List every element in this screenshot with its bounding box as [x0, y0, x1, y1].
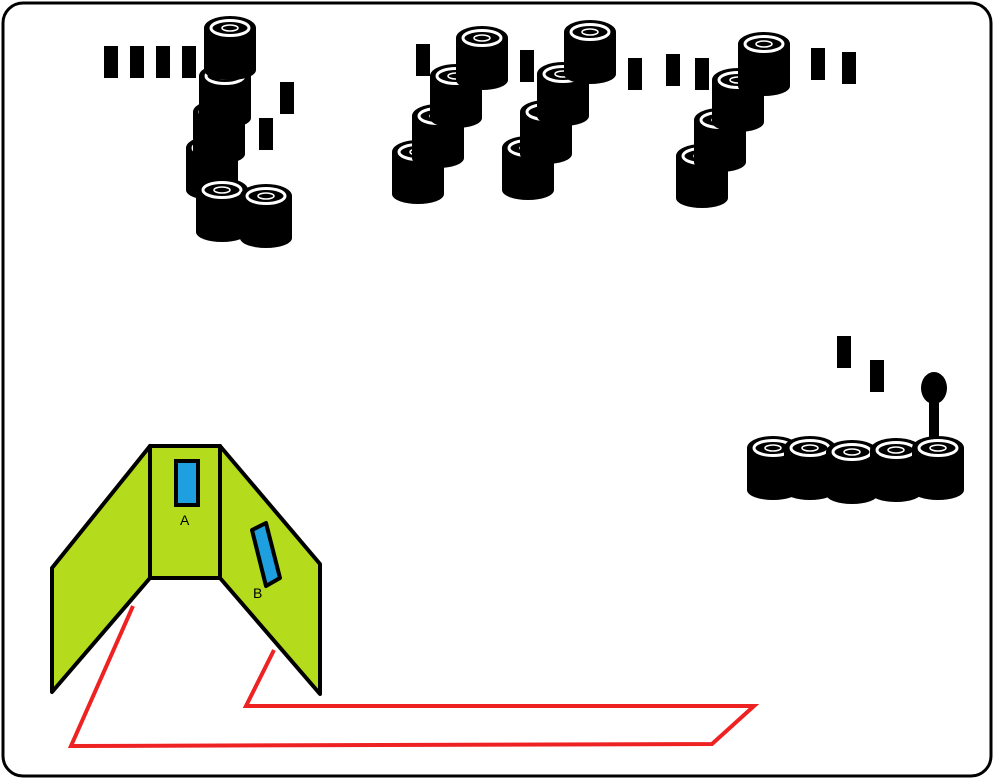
block-icon	[259, 118, 273, 150]
block-icon	[811, 48, 825, 80]
cylinder-icon	[456, 26, 508, 90]
block-icon	[695, 58, 709, 90]
cylinder-icon	[204, 16, 256, 80]
cylinder-icon	[738, 32, 790, 96]
block-icon	[520, 50, 534, 82]
window-a	[176, 461, 198, 505]
block-icon	[666, 54, 680, 86]
block-icon	[280, 82, 294, 114]
block-icon	[628, 58, 642, 90]
window-b-label: B	[253, 585, 262, 601]
block-icon	[870, 360, 884, 392]
cylinder-icon	[240, 184, 292, 248]
frame	[3, 3, 991, 776]
block-icon	[416, 44, 430, 76]
block-icon	[156, 46, 170, 78]
block-icon	[182, 46, 196, 78]
cylinder-icon	[912, 436, 964, 500]
block-icon	[104, 46, 118, 78]
window-a-label: A	[180, 512, 190, 528]
cylinder-icon	[564, 20, 616, 84]
block-icon	[837, 336, 851, 368]
block-icon	[130, 46, 144, 78]
block-icon	[842, 52, 856, 84]
